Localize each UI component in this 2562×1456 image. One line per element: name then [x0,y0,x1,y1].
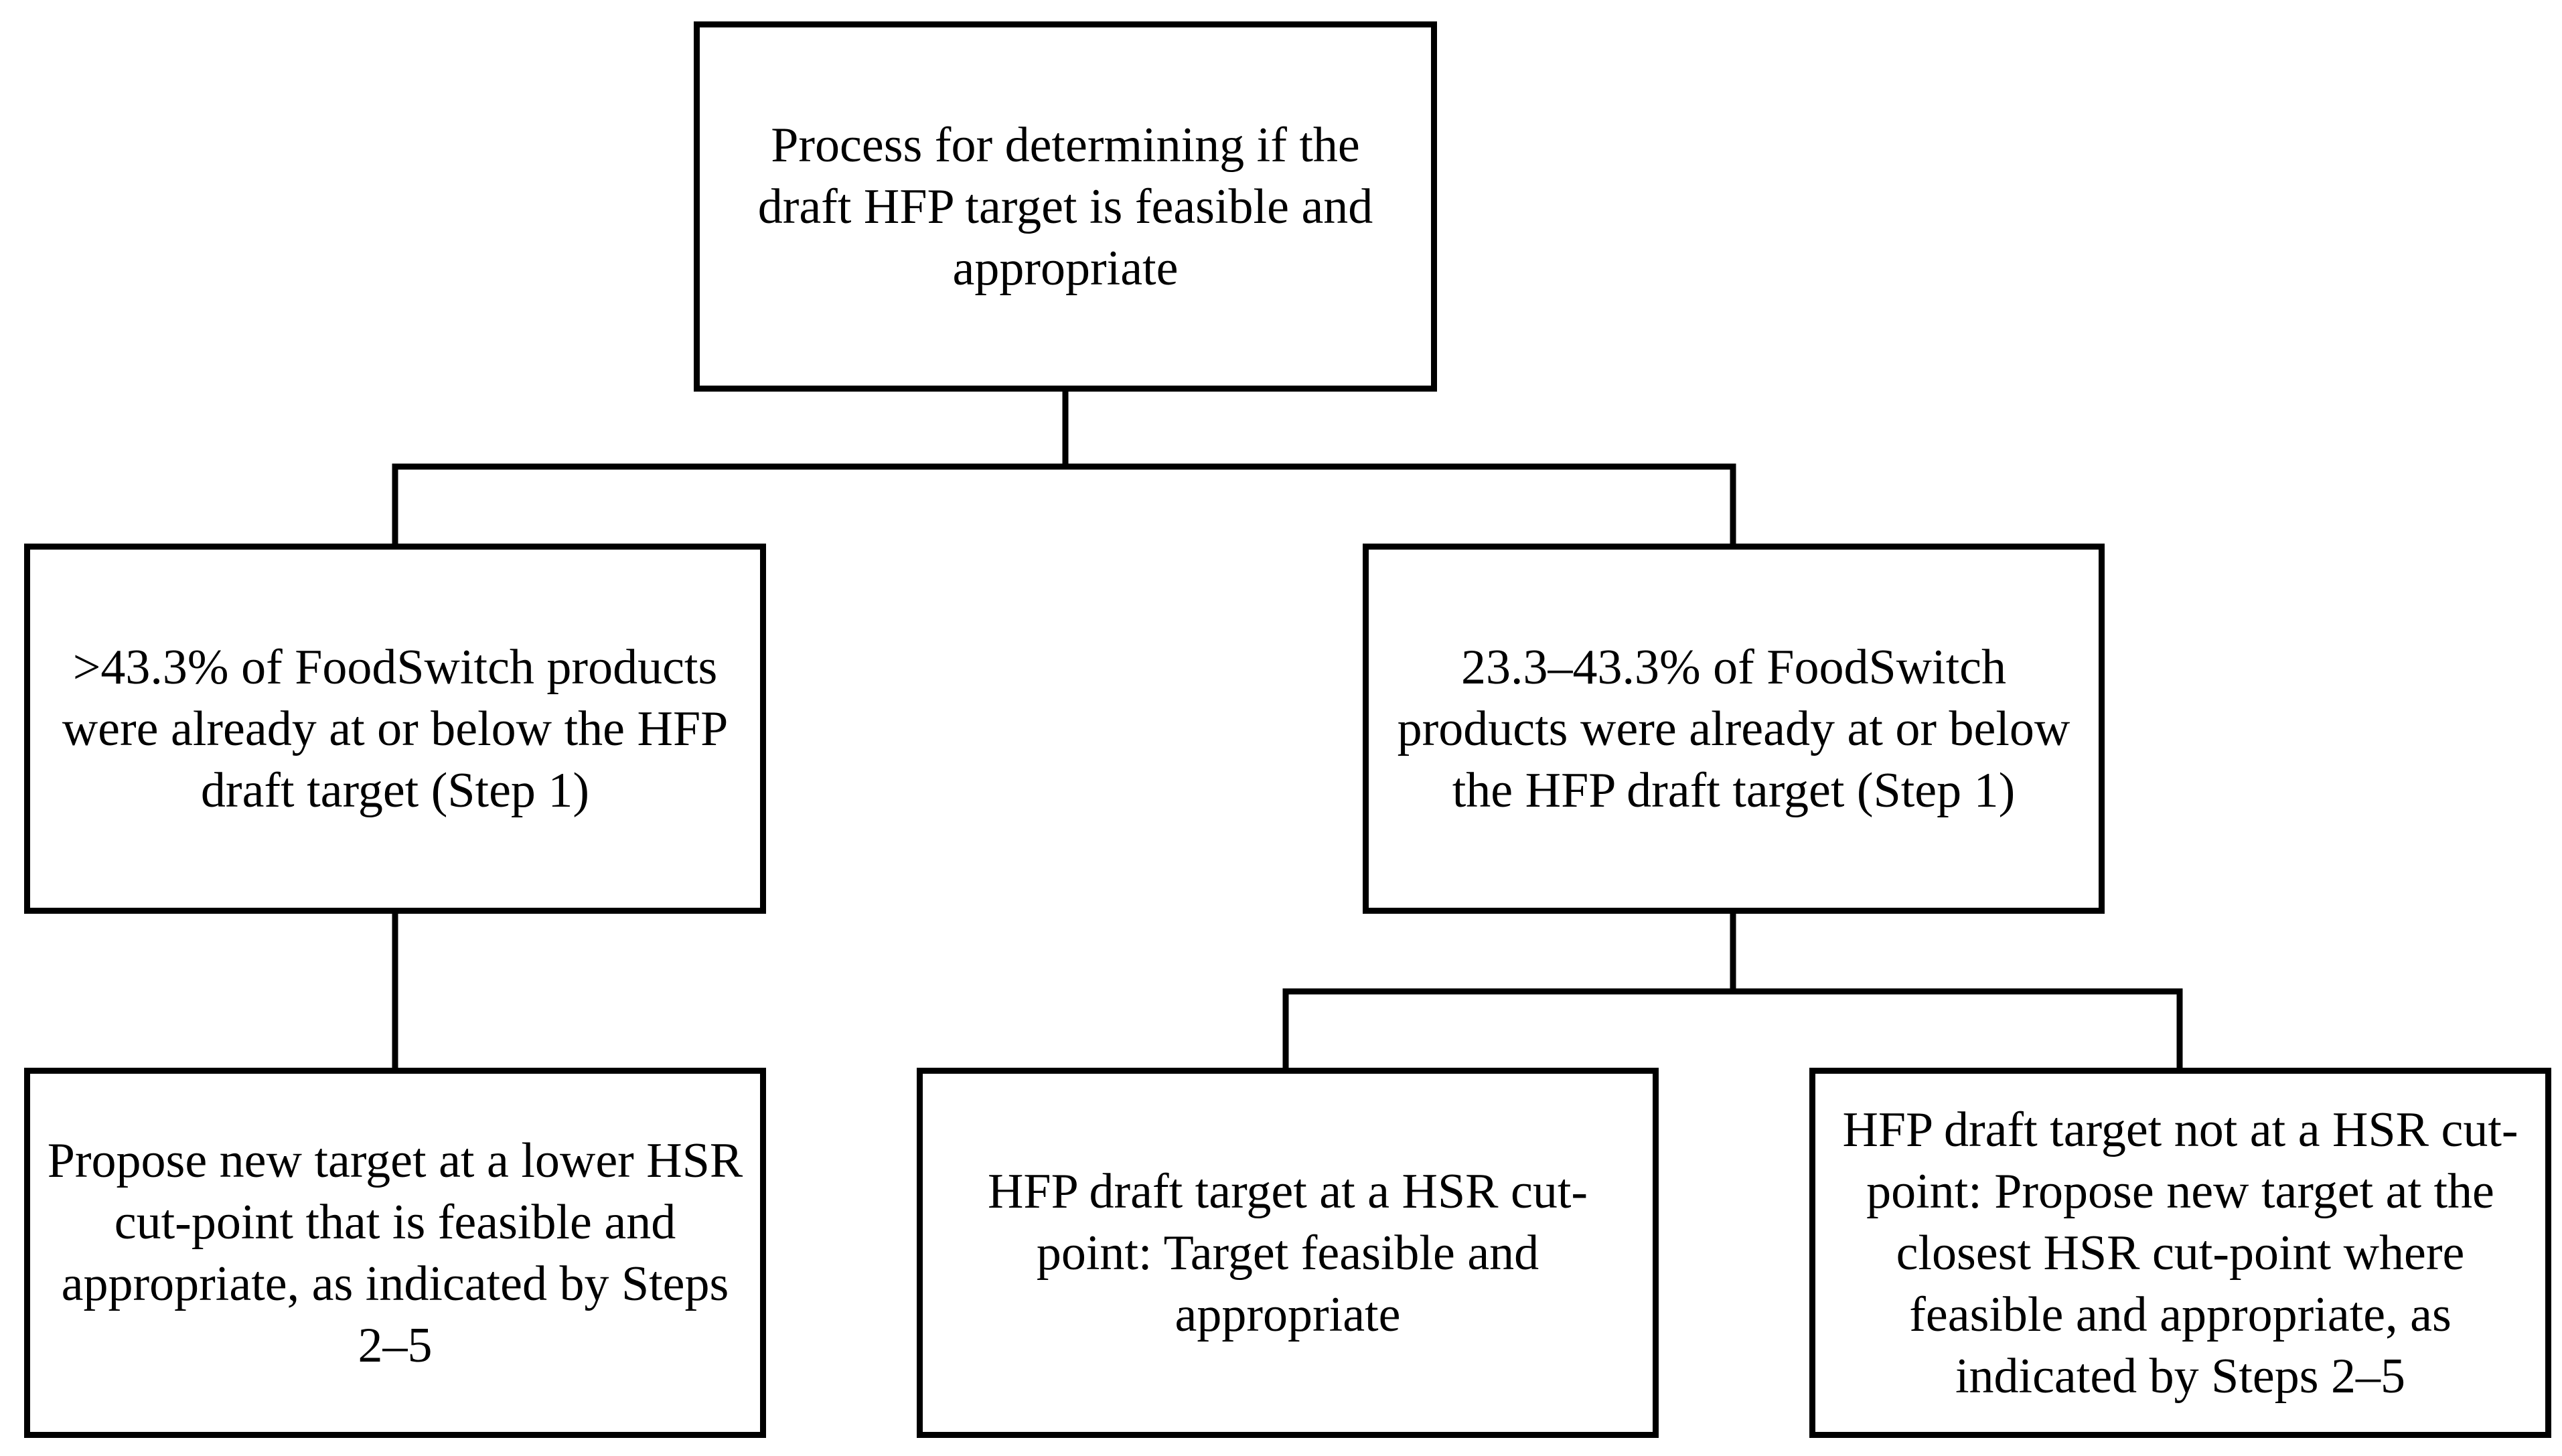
middle-outcome-box: HFP draft target at a HSR cut-point: Tar… [917,1068,1659,1438]
root-box: Process for determining if the draft HFP… [694,21,1437,392]
root-text: Process for determining if the draft HFP… [757,117,1373,296]
right-outcome-text: HFP draft target not at a HSR cut-point:… [1842,1102,2518,1404]
left-outcome-box: Propose new target at a lower HSR cut-po… [24,1068,766,1438]
left-outcome-text: Propose new target at a lower HSR cut-po… [47,1133,743,1373]
right-outcome-box: HFP draft target not at a HSR cut-point:… [1809,1068,2551,1438]
right-branch-text: 23.3–43.3% of FoodSwitch products were a… [1397,639,2070,818]
left-branch-box: >43.3% of FoodSwitch products were alrea… [24,544,766,914]
left-branch-text: >43.3% of FoodSwitch products were alrea… [62,639,729,818]
middle-outcome-text: HFP draft target at a HSR cut-point: Tar… [987,1163,1588,1342]
right-branch-box: 23.3–43.3% of FoodSwitch products were a… [1363,544,2105,914]
